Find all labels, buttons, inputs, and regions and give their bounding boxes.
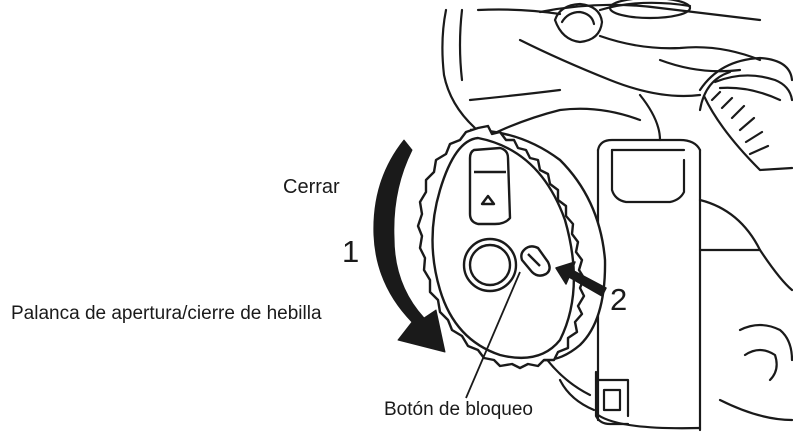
buckle-dial bbox=[416, 124, 607, 370]
step-1-number: 1 bbox=[342, 234, 360, 269]
boot-shell bbox=[441, 0, 793, 432]
press-arrow bbox=[555, 261, 607, 297]
lock-button-label: Botón de bloqueo bbox=[384, 399, 533, 420]
lock-button-leader-line bbox=[465, 271, 521, 399]
close-label: Cerrar bbox=[283, 176, 340, 198]
buckle-lever-label: Palanca de apertura/cierre de hebilla bbox=[11, 303, 322, 324]
close-direction-arrow bbox=[373, 139, 446, 353]
step-2-number: 2 bbox=[610, 282, 628, 317]
